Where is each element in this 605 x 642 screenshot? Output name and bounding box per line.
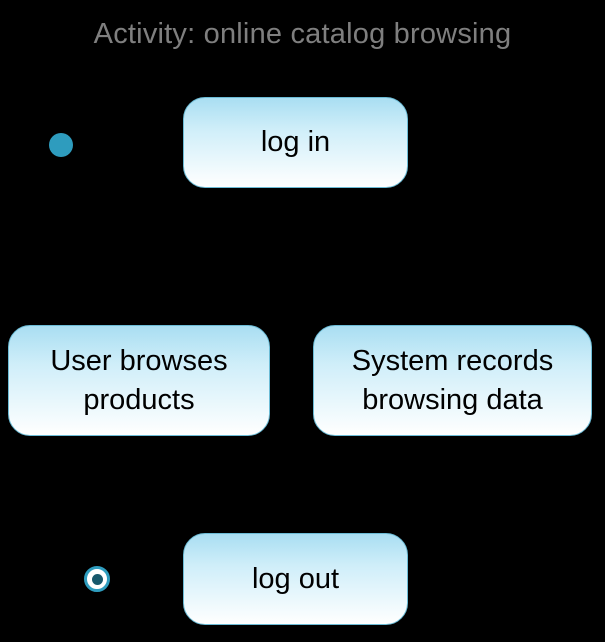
- action-log-in-label: log in: [260, 126, 331, 159]
- initial-node-icon: [49, 133, 73, 157]
- action-user-browses-products-label: User browses products: [50, 345, 228, 416]
- action-log-out-label: log out: [251, 562, 340, 595]
- final-node-dot: [91, 573, 103, 585]
- action-user-browses-products: User browses products: [8, 325, 270, 436]
- action-log-out: log out: [183, 533, 408, 625]
- diagram-title: Activity: online catalog browsing: [93, 18, 512, 50]
- final-node-icon: [84, 566, 110, 592]
- action-log-in: log in: [183, 97, 408, 188]
- action-system-records-browsing-data: System records browsing data: [313, 325, 592, 436]
- action-system-records-browsing-data-label: System records browsing data: [351, 345, 554, 416]
